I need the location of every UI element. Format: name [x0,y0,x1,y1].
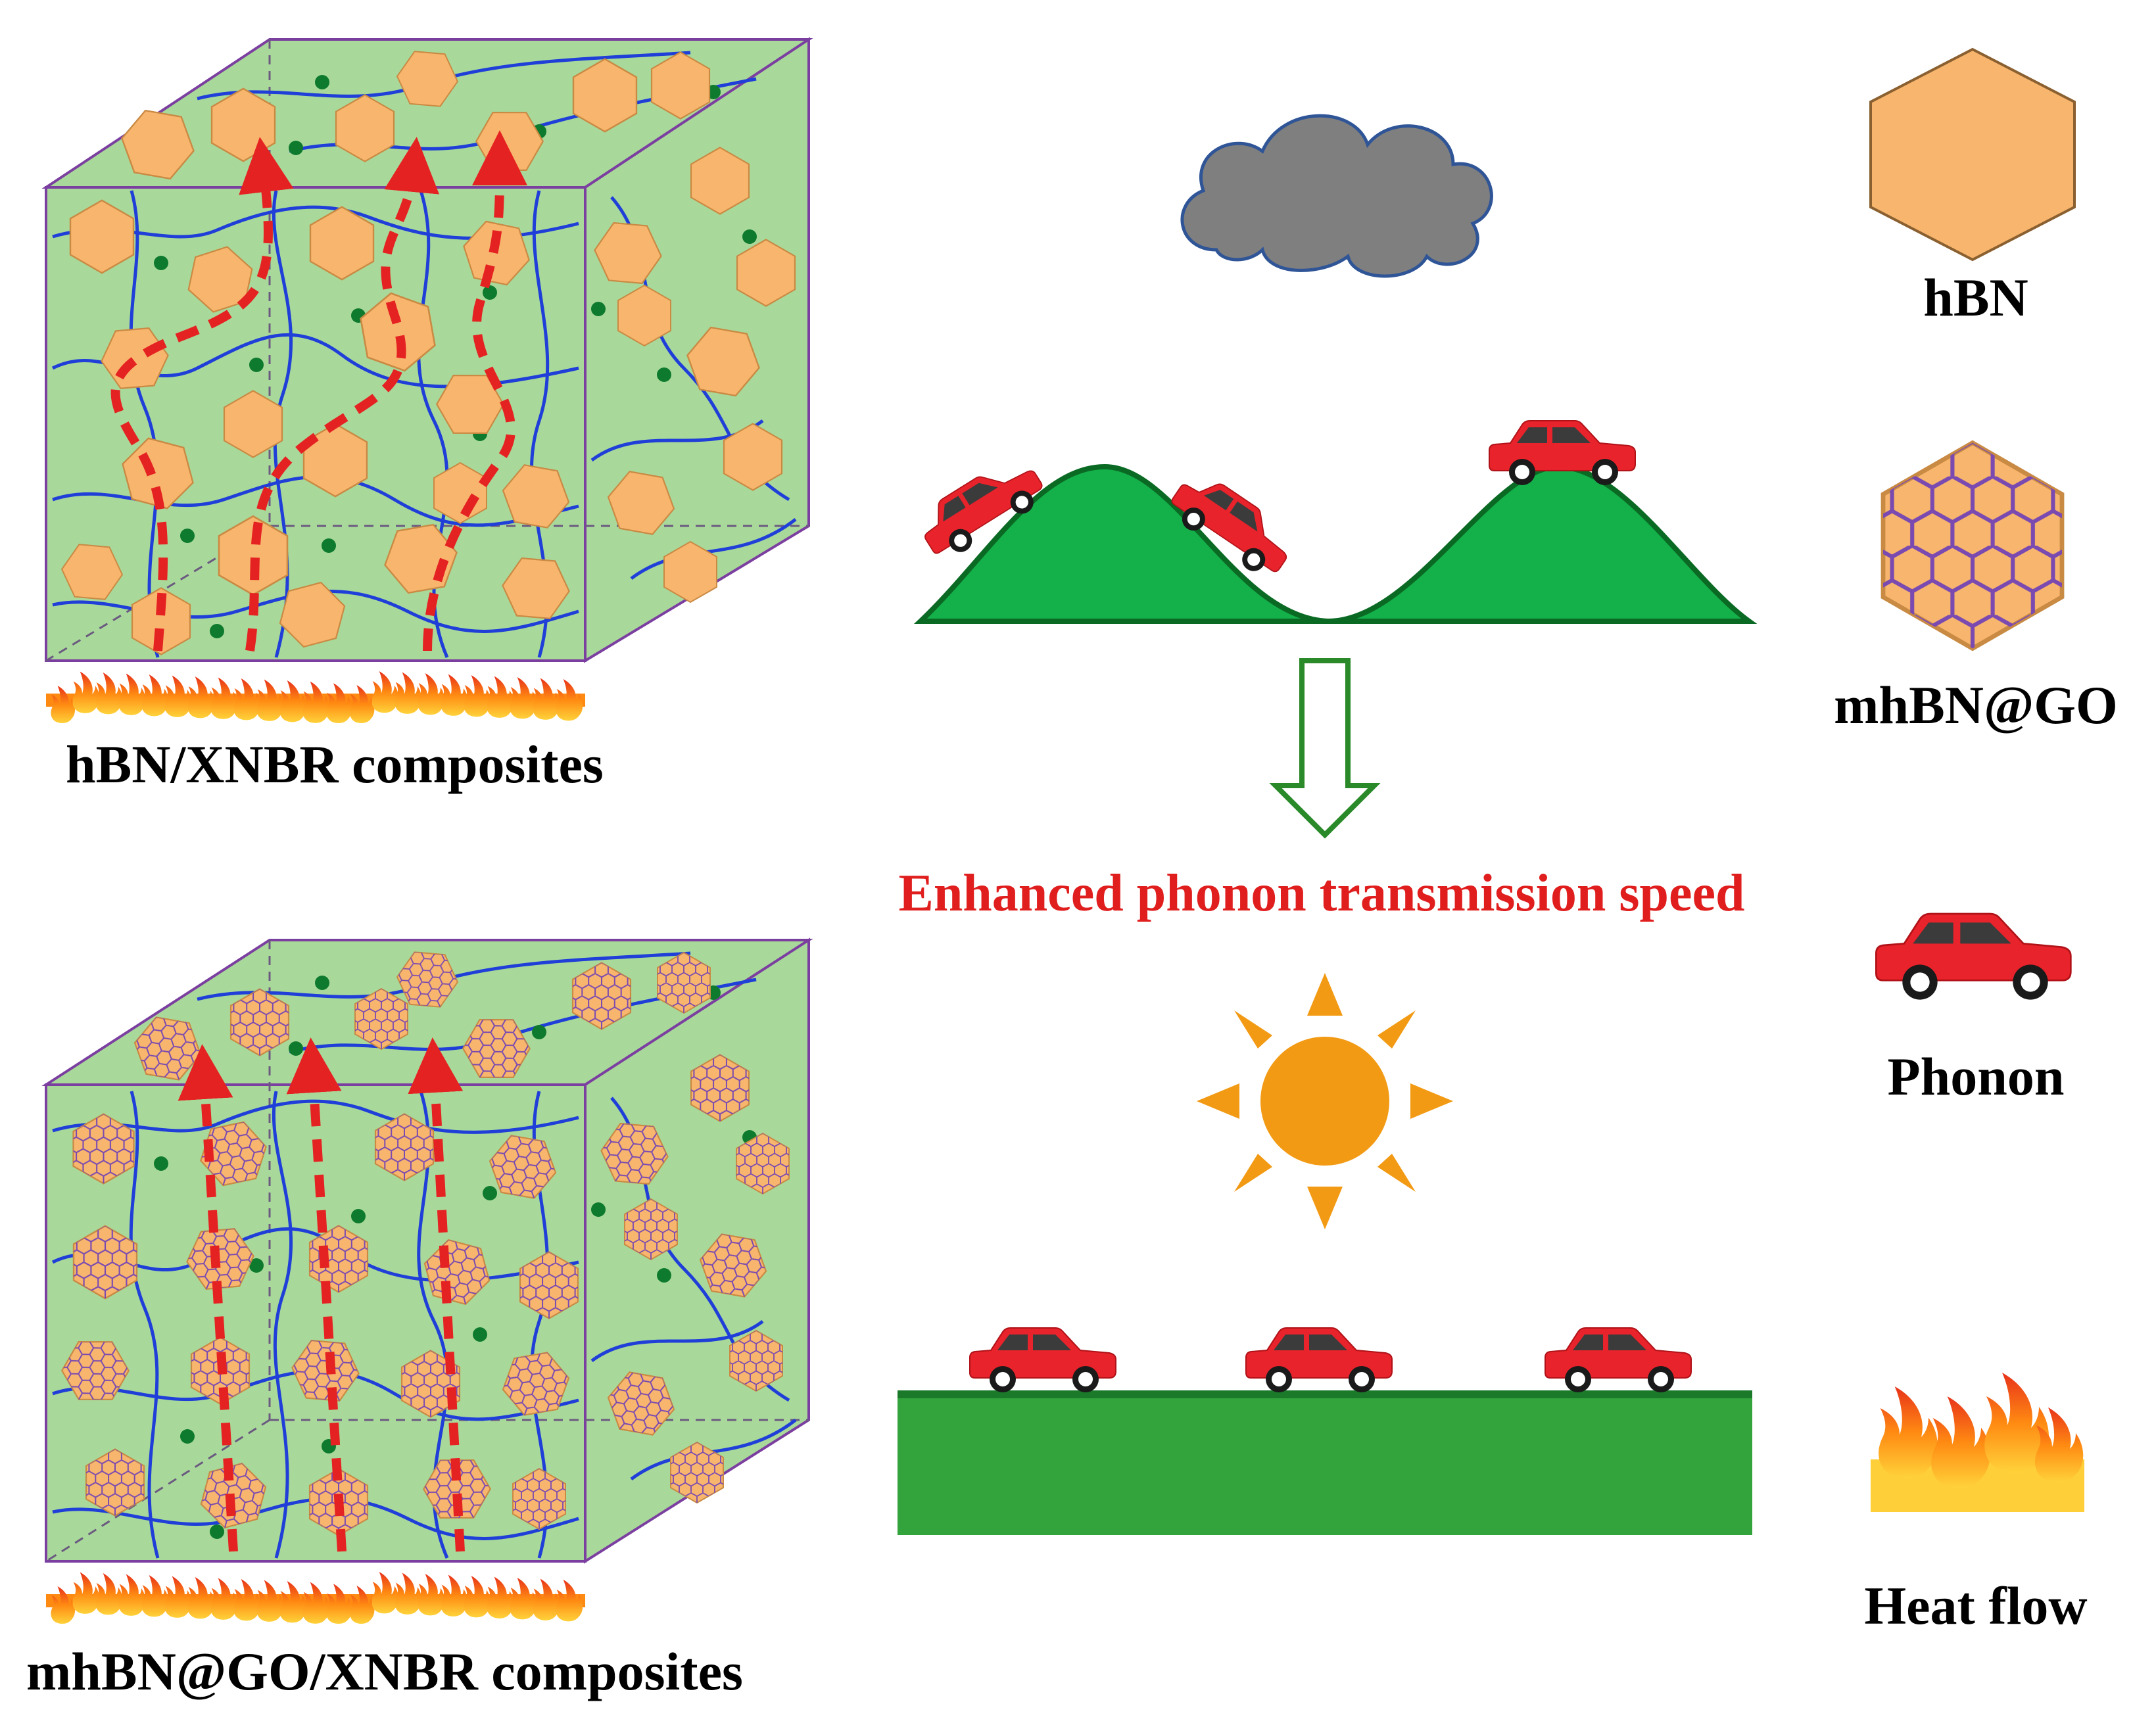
flame-icon [371,1572,399,1614]
flame-icon [118,673,146,715]
flame-icon [350,685,375,723]
top-composite-cube [41,37,813,663]
flame-icon [210,677,238,719]
flame-icon [95,1573,123,1615]
car-icon [969,1327,1116,1393]
flame-icon [556,1580,583,1622]
sun-icon [1197,973,1453,1229]
flame-icon [302,681,330,723]
bumpy-hills [913,463,1758,625]
legend: hBN mhBN@GO Phonon Heat flow [1834,47,2118,1636]
top-heat-path-arrows [110,130,527,652]
top-flame-strip [46,671,585,723]
bottom-composite-label: mhBN@GO/XNBR composites [26,1642,743,1701]
car-icon [1245,1327,1393,1393]
flame-icon [233,678,261,721]
legend-hbn-label: hBN [1923,268,2028,327]
flame-icon [464,1576,491,1618]
flame-icon [441,674,468,716]
flame-icon [487,676,514,718]
enhanced-phonon-label: Enhanced phonon transmission speed [898,864,1744,922]
flame-icon [395,1572,422,1615]
legend-mhbn-go-label: mhBN@GO [1834,675,2118,735]
flame-icon [233,1579,261,1621]
flame-icon [487,1576,514,1619]
bottom-flame-strip [46,1572,585,1624]
cloud-icon [1180,114,1493,278]
flame-icon [95,673,123,715]
flame-icon [51,1586,76,1624]
flame-icon [72,1572,100,1614]
flame-icon [441,1574,468,1617]
flame-icon [279,1581,307,1623]
flame-icon [556,679,583,721]
bottom-heat-path-arrows [178,1037,465,1552]
flame-icon [510,677,537,719]
flame-icon [118,1574,146,1616]
flame-icon [141,1575,169,1617]
flame-icon [533,1578,560,1620]
car-icon [1875,912,2072,1001]
flame-icon [326,683,352,723]
flame-icon [464,675,491,717]
flame-icon [187,1577,215,1619]
flame-icon [1871,1373,2084,1512]
flame-icon [371,671,399,713]
flame-icon [51,686,76,723]
flame-icon [395,672,422,714]
down-arrow-icon [1269,658,1381,839]
flame-icon [164,1576,192,1618]
flame-icon [256,1580,284,1622]
legend-heat-flow-label: Heat flow [1864,1576,2087,1636]
flame-icon [533,678,560,720]
legend-phonon-label: Phonon [1888,1047,2065,1106]
flame-icon [302,1582,330,1624]
top-composite-label: hBN/XNBR composites [66,734,604,794]
hexagon-icon [1869,47,2076,262]
flame-icon [326,1584,352,1624]
flame-icon [418,1574,445,1616]
flat-road [898,1390,1752,1535]
flame-icon [72,671,100,713]
flame-icon [187,676,215,719]
hexagon-go-icon [1883,443,2062,649]
flame-icon [510,1578,537,1620]
flame-icon [256,679,284,721]
car-icon [1545,1327,1692,1393]
flame-icon [418,673,445,715]
road-cars [969,1327,1692,1393]
flame-icon [141,674,169,717]
flame-icon [164,675,192,717]
bottom-composite-cube [41,937,813,1564]
flame-icon [210,1578,238,1620]
flame-icon [279,680,307,722]
flame-icon [350,1586,375,1624]
